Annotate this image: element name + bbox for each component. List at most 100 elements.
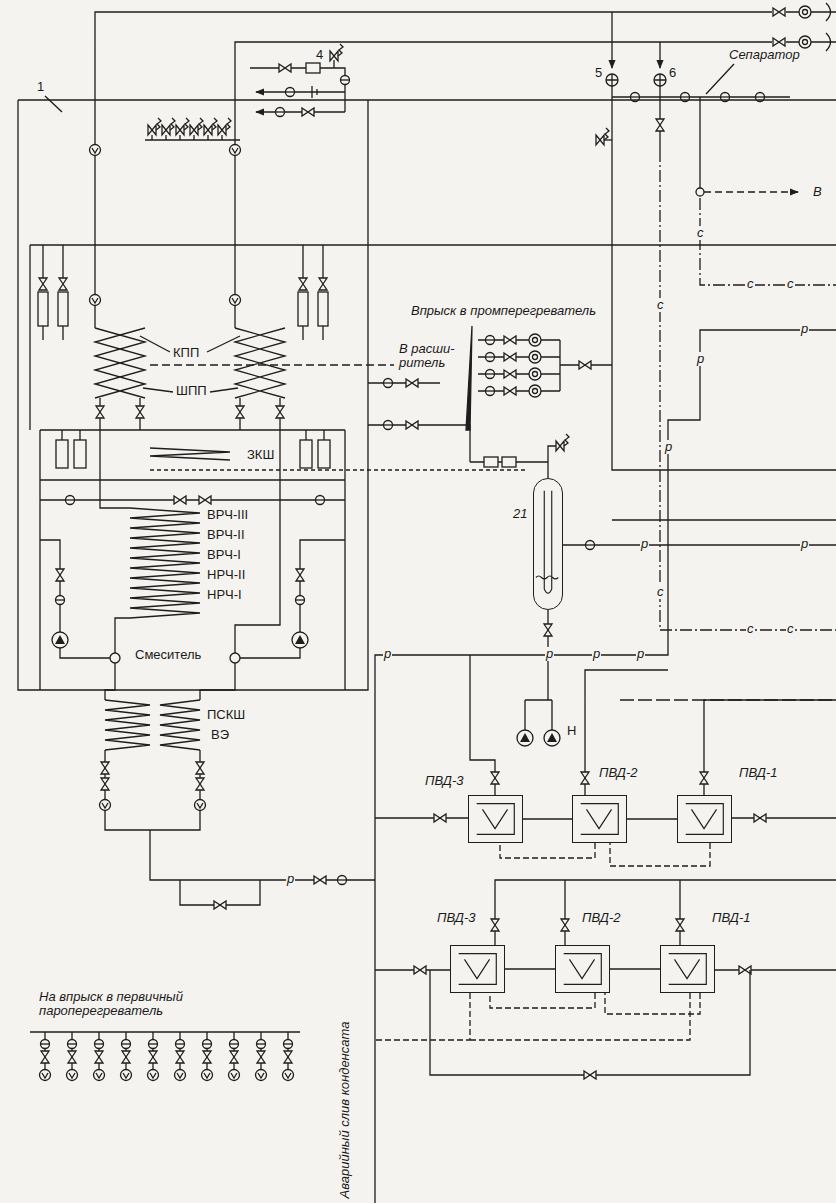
reduction-unit	[279, 64, 291, 72]
reheat-injection	[529, 334, 541, 346]
component-label: ПСКШ	[206, 708, 246, 722]
reheat-injection	[466, 326, 612, 430]
relief-vessels	[59, 278, 67, 290]
main-steam-lines	[773, 8, 785, 16]
separator-unit	[654, 74, 666, 86]
injection-manifold	[95, 1051, 103, 1063]
pipe-code: с	[786, 277, 795, 291]
safety-valve-row	[190, 118, 203, 135]
safety-valve-row	[218, 118, 231, 135]
superheater-coil	[95, 328, 394, 508]
component-label: ВРЧ-I	[206, 548, 242, 562]
screen-section	[56, 440, 68, 468]
injection-manifold	[122, 1051, 130, 1063]
injection-manifold	[202, 1070, 213, 1081]
screen-section	[199, 496, 211, 504]
heater-coil	[669, 954, 707, 985]
heater-box: ПВД-1	[677, 795, 732, 843]
superheater-coil	[276, 406, 284, 418]
radiant-coil	[115, 618, 130, 653]
radiant-coil	[110, 653, 120, 663]
screen-section	[316, 496, 325, 505]
leader-line	[45, 64, 734, 112]
relief-vessels	[38, 245, 328, 340]
injection-manifold	[176, 1040, 185, 1049]
reduction-unit	[330, 44, 343, 61]
heater-box: ПВД-2	[555, 945, 610, 993]
tank-piping	[517, 730, 533, 746]
tank-internals	[534, 479, 562, 609]
pipe-code: с	[746, 277, 755, 291]
node-heading: ПВД-1	[711, 911, 752, 925]
economizer-coil	[105, 700, 150, 750]
heater-coil	[459, 954, 497, 985]
component-label: ШПП	[175, 384, 208, 398]
tank-internals	[536, 491, 558, 593]
process-lines	[660, 150, 836, 630]
separator-unit	[612, 86, 836, 470]
radiant-coil	[40, 430, 345, 663]
safety-valve-row	[204, 118, 217, 135]
deaerator-tank: 21	[533, 478, 563, 610]
reduction-unit	[341, 76, 350, 85]
screen-section	[150, 469, 525, 470]
economizer-coil	[180, 880, 260, 905]
tank-piping	[368, 379, 836, 747]
heater-coil	[556, 946, 609, 992]
reheat-injection	[504, 353, 516, 361]
economizer-coil	[160, 700, 200, 750]
separator-unit	[659, 42, 660, 68]
safety-valve-row	[162, 118, 175, 135]
injection-manifold	[257, 1051, 265, 1063]
injection-manifold	[230, 1040, 239, 1049]
injection-manifold	[203, 1051, 211, 1063]
reheat-injection	[529, 368, 541, 380]
reheat-injection	[504, 336, 516, 344]
main-steam-lines	[90, 145, 101, 156]
radiant-coil	[296, 569, 304, 581]
superheater-coil	[236, 406, 244, 418]
pipe-code: р	[636, 647, 645, 661]
flow-label: Впрыск в промперегреватель	[410, 304, 597, 318]
economizer-coil	[196, 762, 204, 774]
callout-number: 1	[36, 80, 45, 94]
heater-coil	[451, 946, 504, 992]
injection-manifold	[40, 1070, 51, 1081]
pipe-code: с	[656, 585, 665, 599]
pipe-code: с	[786, 622, 795, 636]
node-heading: ПВД-2	[581, 911, 622, 925]
pipe-code: р	[383, 647, 392, 661]
separator-unit	[612, 86, 790, 150]
reduction-unit	[250, 44, 350, 117]
radiant-coil	[56, 596, 65, 605]
heater-coil	[564, 954, 602, 985]
screen-section	[66, 496, 75, 505]
feedwater-connector	[610, 968, 660, 969]
component-label: ВРЧ-II	[206, 528, 246, 542]
superheater-coil	[235, 328, 285, 398]
main-steam-lines	[826, 3, 831, 51]
pipe-code: р	[696, 352, 705, 366]
separator-unit	[696, 188, 704, 196]
injection-manifold	[284, 1040, 293, 1049]
screen-section	[40, 430, 525, 690]
reduction-unit	[256, 111, 345, 112]
boiler-outline	[29, 245, 30, 430]
injection-manifold	[121, 1070, 132, 1081]
main-steam-lines	[773, 38, 785, 46]
tank-piping	[544, 624, 552, 636]
economizer-coil	[105, 811, 375, 880]
heater-piping	[375, 843, 710, 1040]
main-steam-lines	[799, 36, 811, 48]
feedwater-connector	[505, 968, 555, 969]
component-label: ВЭ	[210, 728, 230, 742]
heater-box: ПВД-3	[450, 945, 505, 993]
pipe-code: р	[664, 440, 673, 454]
separator-unit	[596, 128, 609, 145]
component-label: НРЧ-II	[206, 568, 246, 582]
economizer-coil	[100, 800, 111, 811]
pipe-code: р	[640, 537, 649, 551]
